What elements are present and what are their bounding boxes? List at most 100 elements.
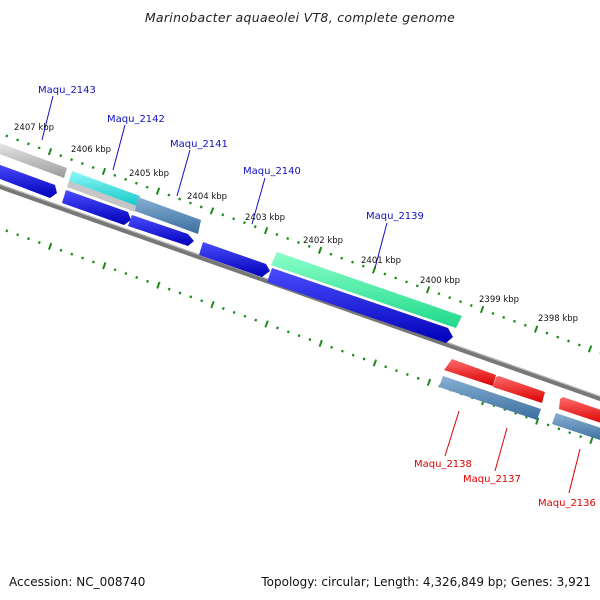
map-title: Marinobacter aquaeolei VT8, complete gen… — [145, 10, 455, 25]
leader-line — [568, 448, 581, 494]
minor-tick — [5, 229, 9, 233]
minor-tick — [124, 272, 128, 276]
minor-tick — [340, 349, 344, 353]
minor-tick — [577, 343, 581, 347]
gene-maqu-2140[interactable] — [199, 242, 270, 277]
minor-tick — [242, 221, 246, 225]
gene-maqu-2138[interactable] — [439, 376, 541, 420]
minor-tick — [361, 264, 365, 268]
minor-tick — [395, 369, 398, 373]
minor-tick — [297, 240, 300, 244]
minor-tick — [26, 142, 30, 146]
minor-tick — [37, 146, 41, 150]
minor-tick — [243, 314, 247, 318]
minor-tick — [189, 295, 193, 299]
major-tick — [425, 286, 431, 294]
minor-tick — [394, 276, 398, 280]
minor-tick — [545, 331, 549, 335]
label-maqu-2140[interactable]: Maqu_2140 — [243, 166, 301, 177]
gene-steel-b[interactable] — [552, 413, 600, 442]
label-maqu-2143[interactable]: Maqu_2143 — [38, 85, 96, 96]
major-tick — [535, 417, 540, 425]
minor-tick — [221, 213, 225, 217]
major-tick — [47, 148, 53, 156]
minor-tick — [513, 319, 516, 323]
minor-tick — [567, 339, 570, 343]
gene-maqu-2136[interactable] — [559, 397, 600, 425]
label-maqu-2138[interactable]: Maqu_2138 — [414, 459, 472, 470]
gene-red-a[interactable] — [444, 359, 496, 386]
major-tick — [587, 345, 593, 353]
minor-tick — [16, 138, 20, 142]
gene-maqu-2141[interactable] — [135, 197, 201, 234]
label-maqu-2139[interactable]: Maqu_2139 — [366, 211, 424, 222]
major-tick — [317, 246, 323, 254]
major-tick — [533, 325, 539, 333]
minor-tick — [557, 427, 561, 431]
minor-tick — [330, 345, 334, 349]
minor-tick — [232, 217, 236, 221]
leader-line — [176, 149, 191, 197]
kbp-label: 2407 kbp — [14, 123, 54, 133]
minor-tick — [167, 193, 171, 197]
minor-tick — [286, 237, 290, 240]
kbp-labels: 2407 kbp 2406 kbp 2405 kbp 2404 kbp 2403… — [14, 123, 578, 324]
minor-tick — [178, 197, 182, 201]
minor-tick — [135, 275, 139, 279]
gene-maqu-2137[interactable] — [493, 376, 545, 403]
leader-line — [251, 177, 266, 225]
leader-line — [374, 222, 388, 269]
leader-line — [41, 95, 54, 141]
kbp-label: 2402 kbp — [303, 236, 343, 246]
gene-blue-3[interactable] — [128, 215, 194, 246]
minor-tick — [556, 335, 560, 339]
minor-tick — [200, 299, 204, 303]
gene-blue-2[interactable] — [62, 190, 131, 225]
minor-tick — [80, 162, 84, 166]
minor-tick — [568, 431, 572, 435]
gene-maqu-2143[interactable] — [0, 143, 67, 178]
upper-gene-labels: Maqu_2143 Maqu_2142 Maqu_2141 Maqu_2140 … — [38, 85, 424, 269]
minor-tick — [546, 423, 550, 427]
label-maqu-2136[interactable]: Maqu_2136 — [538, 498, 596, 509]
minor-tick — [405, 280, 408, 284]
minor-tick — [27, 237, 30, 241]
lower-gene-labels: Maqu_2138 Maqu_2137 Maqu_2136 — [414, 410, 596, 509]
minor-tick — [329, 252, 333, 256]
gene-maqu-2142[interactable] — [69, 171, 140, 206]
gene-blue-5[interactable] — [267, 268, 453, 343]
minor-tick — [221, 307, 225, 310]
label-maqu-2142[interactable]: Maqu_2142 — [107, 114, 165, 125]
minor-tick — [178, 291, 182, 295]
minor-tick — [308, 338, 312, 342]
minor-tick — [297, 334, 301, 338]
kbp-label: 2404 kbp — [187, 192, 227, 202]
leader-line — [112, 124, 126, 171]
major-tick — [263, 226, 269, 235]
minor-tick — [113, 268, 117, 272]
minor-tick — [459, 300, 462, 304]
kbp-label: 2401 kbp — [361, 256, 401, 266]
gene-maqu-2139[interactable] — [271, 252, 462, 328]
label-maqu-2137[interactable]: Maqu_2137 — [463, 474, 521, 485]
kbp-label: 2406 kbp — [71, 145, 111, 155]
minor-tick — [415, 284, 419, 288]
minor-tick — [113, 173, 117, 177]
minor-tick — [254, 318, 258, 322]
minor-tick — [286, 330, 290, 334]
major-tick — [210, 300, 215, 309]
kbp-label: 2398 kbp — [538, 314, 578, 324]
kbp-label: 2399 kbp — [479, 295, 519, 305]
genome-summary-text: Topology: circular; Length: 4,326,849 bp… — [260, 575, 591, 589]
gene-blue-1[interactable] — [0, 163, 57, 198]
minor-tick — [81, 256, 85, 260]
minor-tick — [167, 287, 171, 291]
minor-tick — [70, 252, 74, 256]
label-maqu-2141[interactable]: Maqu_2141 — [170, 139, 228, 150]
leader-line — [494, 427, 508, 472]
kbp-label: 2403 kbp — [245, 213, 285, 223]
minor-tick — [59, 248, 63, 252]
minor-tick — [5, 134, 9, 138]
major-tick — [372, 359, 378, 367]
